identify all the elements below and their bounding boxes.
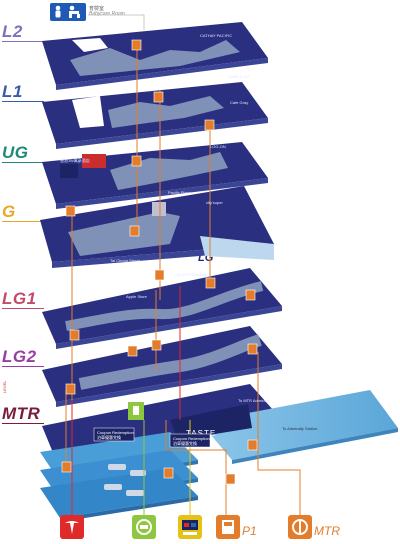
floor-lg1-plate[interactable]	[42, 268, 282, 349]
map-label-mtr-admiralty: To MTR Admiralty	[238, 398, 270, 403]
carpark-icon[interactable]	[216, 515, 240, 539]
level-label-ug: UG	[2, 143, 44, 163]
floor-ug-plate[interactable]	[42, 142, 268, 209]
floor-l2-plate[interactable]	[42, 22, 268, 90]
map-label-pacific-place: Pacific Place	[168, 190, 192, 195]
carpark-label: P1	[242, 524, 257, 538]
mtr-icon[interactable]	[288, 515, 312, 539]
map-label-cathay: CATHAY PACIFIC	[200, 33, 232, 38]
coupon-sign-1[interactable]: Coupon Redemption 泊車優惠兌換	[93, 427, 135, 442]
map-label-admiralty-station: To Admiralty Station	[282, 426, 317, 431]
level-label-l1: L1	[2, 82, 44, 102]
map-label-tai-chong: Tai Chong Street	[110, 258, 141, 263]
level-label-g: G	[2, 202, 44, 222]
map-label-hotel: 香港JW萬豪酒店	[60, 157, 90, 163]
tesla-icon[interactable]	[60, 515, 84, 539]
coupon-2-label-zh: 泊車優惠兌換	[173, 440, 197, 446]
level-label-lg1: LG1	[2, 289, 44, 309]
level-connectors	[65, 42, 301, 528]
coupon-1-label-zh: 泊車優惠兌換	[97, 434, 121, 440]
payment-icon[interactable]	[178, 515, 202, 539]
carpark-plates[interactable]	[40, 432, 198, 522]
level-label-l2: L2	[2, 22, 44, 42]
map-label-apple: Apple Store	[126, 294, 148, 299]
hotel-marker[interactable]	[82, 154, 106, 168]
coupon-sign-2[interactable]: Coupon Redemption 泊車優惠兌換	[169, 433, 211, 448]
level-label-mtr: MTR	[2, 404, 44, 424]
floor-g-plate[interactable]	[40, 186, 274, 268]
coupon-2-label: Coupon Redemption	[173, 436, 210, 441]
map-label-lane: LANE & CO	[228, 74, 249, 79]
baby-icon	[55, 5, 80, 18]
coupon-1-label: Coupon Redemption	[97, 430, 134, 435]
lift-markers[interactable]	[61, 39, 258, 485]
level-label-lg2: LG2	[2, 347, 44, 367]
babycare-label-en: Babycare Room	[89, 11, 125, 17]
map-label-citysuper: city'super	[206, 200, 223, 205]
map-label-logon: LOG-ON	[210, 144, 226, 149]
babycare-room-icon[interactable]	[50, 3, 86, 21]
taste-logo: TASTE	[186, 429, 216, 438]
ev-charger-icon[interactable]	[132, 515, 156, 539]
babycare-label-zh: 育嬰室	[89, 6, 105, 12]
map-label-to-mtr: To MTR Admiralty	[176, 272, 208, 277]
map-label-cafe: Cafe Gray	[230, 100, 248, 105]
mtr-label: MTR	[314, 524, 340, 538]
